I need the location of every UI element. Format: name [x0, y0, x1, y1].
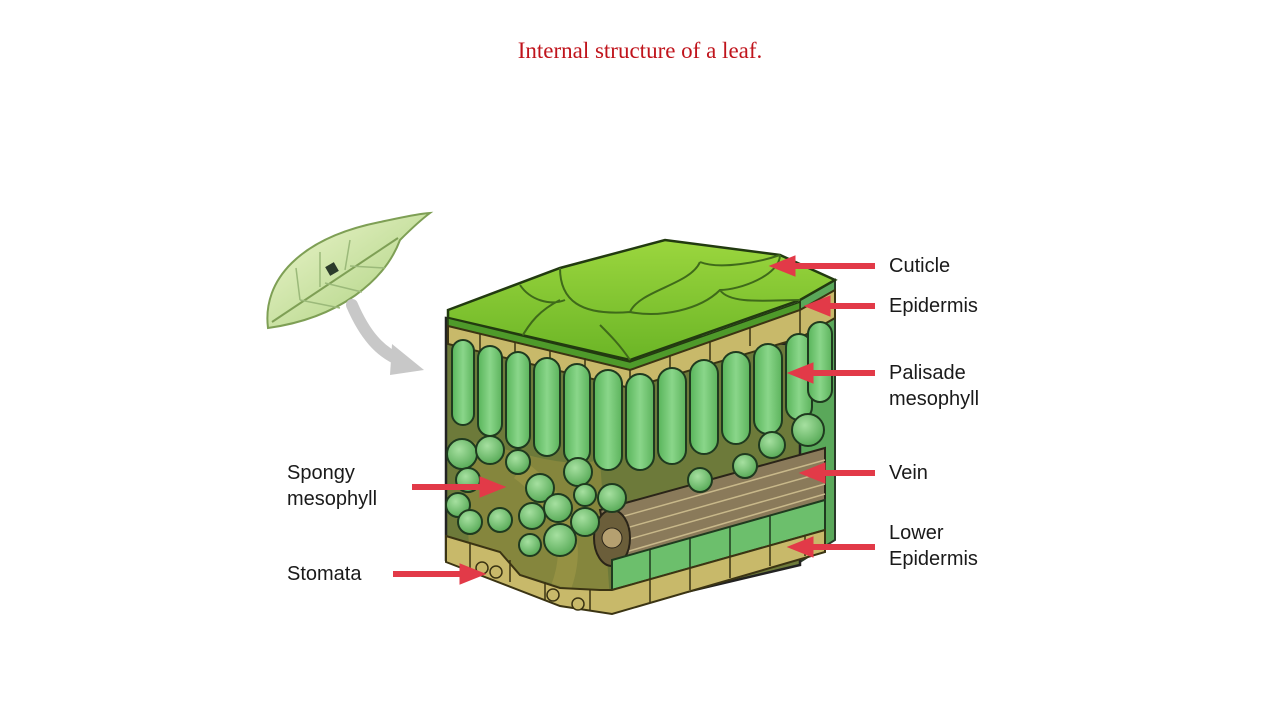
zoom-arrow [346, 299, 424, 375]
label-spongy-line1: Spongy [287, 462, 355, 484]
palisade-arrow [786, 362, 875, 384]
label-vein: Vein [889, 462, 928, 484]
label-lower-epidermis-line1: Lower [889, 522, 944, 544]
diagram-labels: Cuticle Epidermis Palisade mesophyll Vei… [287, 255, 979, 585]
label-stomata: Stomata [287, 563, 362, 585]
label-spongy-line2: mesophyll [287, 488, 377, 510]
label-epidermis: Epidermis [889, 295, 978, 317]
pointer-arrows [393, 255, 875, 585]
page-title: Internal structure of a leaf. [517, 38, 763, 63]
spongy-arrow [412, 476, 507, 498]
epidermis-arrow [803, 295, 875, 317]
vein-arrow [798, 462, 875, 484]
palisade-mesophyll-layer [451, 321, 833, 471]
lower-epidermis-arrow [786, 536, 875, 558]
whole-leaf-illustration [266, 211, 434, 330]
label-palisade-line2: mesophyll [889, 388, 979, 410]
cuticle-arrow [768, 255, 875, 277]
label-lower-epidermis-line2: Epidermis [889, 548, 978, 570]
label-palisade-line1: Palisade [889, 362, 966, 384]
label-cuticle: Cuticle [889, 255, 950, 277]
stomata-arrow [393, 563, 487, 585]
